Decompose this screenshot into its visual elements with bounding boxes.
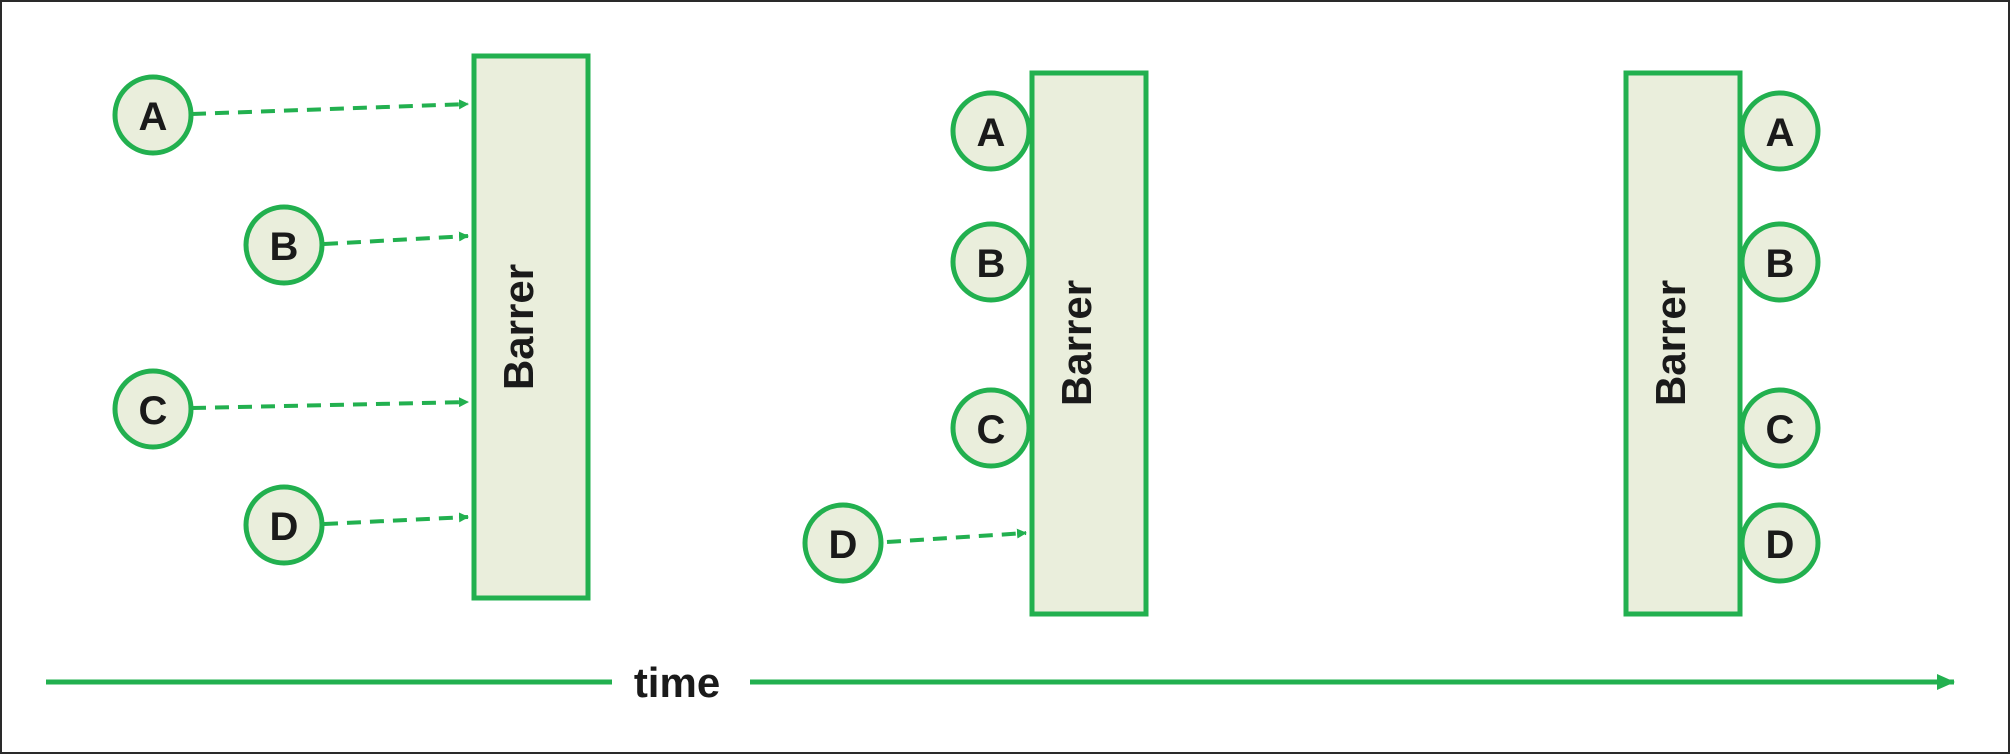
svg-text:A: A	[1766, 111, 1795, 155]
svg-text:B: B	[977, 242, 1006, 286]
node-d-stage-2: D	[802, 502, 884, 584]
time-label: time	[634, 659, 720, 706]
barrier-label-stage-2: Barrer	[1053, 280, 1100, 406]
barrier-label-stage-3: Barrer	[1647, 280, 1694, 406]
node-b-stage-1: B	[243, 204, 325, 286]
svg-text:D: D	[270, 505, 299, 549]
svg-text:B: B	[1766, 242, 1795, 286]
node-d-stage-3: D	[1739, 502, 1821, 584]
barrier-label-stage-1: Barrer	[495, 264, 542, 390]
svg-text:D: D	[829, 523, 858, 567]
svg-text:D: D	[1766, 523, 1795, 567]
arrow-c-stage-1	[191, 397, 469, 410]
barrier-stage-1	[471, 53, 591, 601]
svg-text:C: C	[1766, 408, 1795, 452]
stage-3: A B C D Barrer	[1623, 70, 1821, 617]
svg-text:C: C	[139, 389, 168, 433]
node-b-stage-3: B	[1739, 221, 1821, 303]
svg-text:C: C	[977, 408, 1006, 452]
barrier-stage-2	[1029, 70, 1149, 617]
node-c-stage-3: C	[1739, 387, 1821, 469]
svg-text:A: A	[977, 111, 1006, 155]
svg-text:B: B	[270, 225, 299, 269]
stage-2: A B C Barrer D	[802, 70, 1149, 617]
node-c-stage-1: C	[112, 368, 194, 450]
node-b-stage-2: B	[950, 221, 1032, 303]
node-a-stage-3: A	[1739, 90, 1821, 172]
arrow-a-stage-1	[191, 99, 469, 116]
svg-text:A: A	[139, 95, 168, 139]
stage-1: Barrer A B C D	[112, 53, 591, 601]
barrier-stage-3	[1623, 70, 1743, 617]
arrow-b-stage-1	[323, 231, 469, 246]
arrow-d-stage-2	[886, 528, 1027, 544]
node-a-stage-2: A	[950, 90, 1032, 172]
arrow-d-stage-1	[323, 512, 469, 526]
node-c-stage-2: C	[950, 387, 1032, 469]
node-a-stage-1: A	[112, 74, 194, 156]
time-axis: time	[46, 659, 1955, 706]
node-d-stage-1: D	[243, 484, 325, 566]
